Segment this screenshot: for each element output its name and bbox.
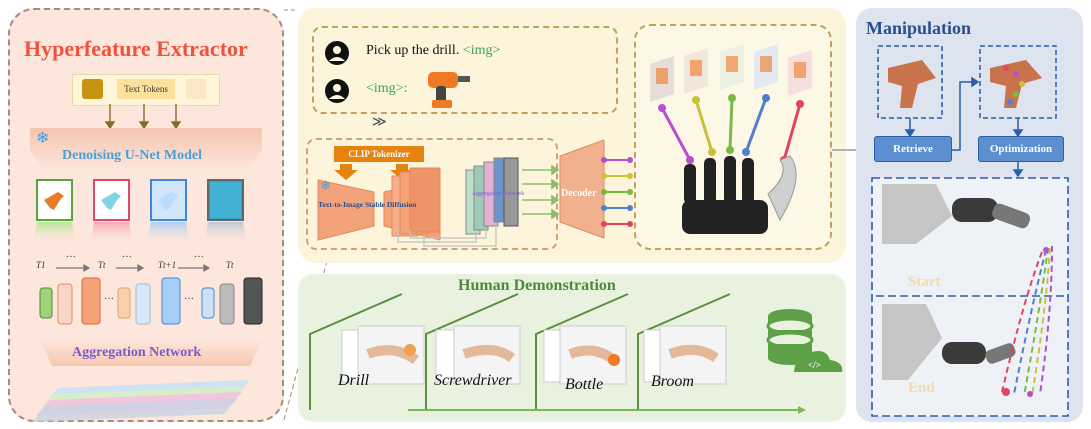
end-label: End <box>908 380 935 396</box>
clip-tokenizer-label: CLIP Tokenizer <box>334 146 424 162</box>
svg-text:</>: </> <box>808 360 821 370</box>
manipulation-title: Manipulation <box>866 18 972 38</box>
optimization-button[interactable]: Optimization <box>978 136 1064 162</box>
user-prompt-text: Pick up the drill. <box>366 43 460 58</box>
token-dark <box>82 79 103 99</box>
pipeline-aggregation-label: Aggregation Network <box>471 191 525 197</box>
human-demo-graphics: </> <box>309 293 843 414</box>
timestep-t: Tt <box>98 260 106 270</box>
stack-ellipsis-2: ··· <box>184 294 194 305</box>
snowflake-icon: ❄ <box>36 130 50 147</box>
retrieve-button[interactable]: Retrieve <box>874 136 952 162</box>
decoder-label: Decoder <box>561 188 597 199</box>
token-pale <box>186 79 206 99</box>
text-tokens-label: Text Tokens <box>117 79 175 99</box>
hand-graphics <box>650 44 812 234</box>
hyperfeature-title: Hyperfeature Extractor <box>24 36 248 61</box>
unet-label: Denoising U-Net Model <box>62 148 202 163</box>
prompt-box <box>312 26 618 114</box>
assistant-icon <box>325 79 349 103</box>
stack-ellipsis-1: ··· <box>104 294 114 305</box>
timestep-t1: Tt+1 <box>158 260 177 270</box>
aggregation-label: Aggregation Network <box>72 345 202 360</box>
demo-label-drill: Drill <box>338 372 370 389</box>
timestep-ellipsis-2: ··· <box>122 252 132 263</box>
demo-label-screwdriver: Screwdriver <box>434 372 512 389</box>
timestep-ellipsis-1: ··· <box>66 252 76 263</box>
timestep-tt: Tt <box>226 260 234 270</box>
timestep-1: T1 <box>36 260 46 270</box>
demo-label-bottle: Bottle <box>565 376 604 393</box>
user-icon <box>325 41 349 65</box>
stable-diffusion-label: Text-to-Image Stable Diffusion <box>318 200 417 209</box>
drill-icon <box>428 72 470 108</box>
pipeline-snowflake-icon: ❄ <box>320 178 331 193</box>
start-label: Start <box>908 274 941 290</box>
pipeline-box <box>306 138 558 250</box>
assistant-prompt: <img>: <box>366 81 408 96</box>
chevron-down-icon: ≫ <box>372 115 387 130</box>
user-prompt: Pick up the drill. <img> <box>366 43 500 59</box>
user-img-tag: <img> <box>462 43 501 58</box>
human-demo-title: Human Demonstration <box>458 277 616 294</box>
timestep-ellipsis-3: ··· <box>194 252 204 263</box>
demo-label-broom: Broom <box>651 373 694 390</box>
manipulation-graphics <box>871 45 1069 417</box>
